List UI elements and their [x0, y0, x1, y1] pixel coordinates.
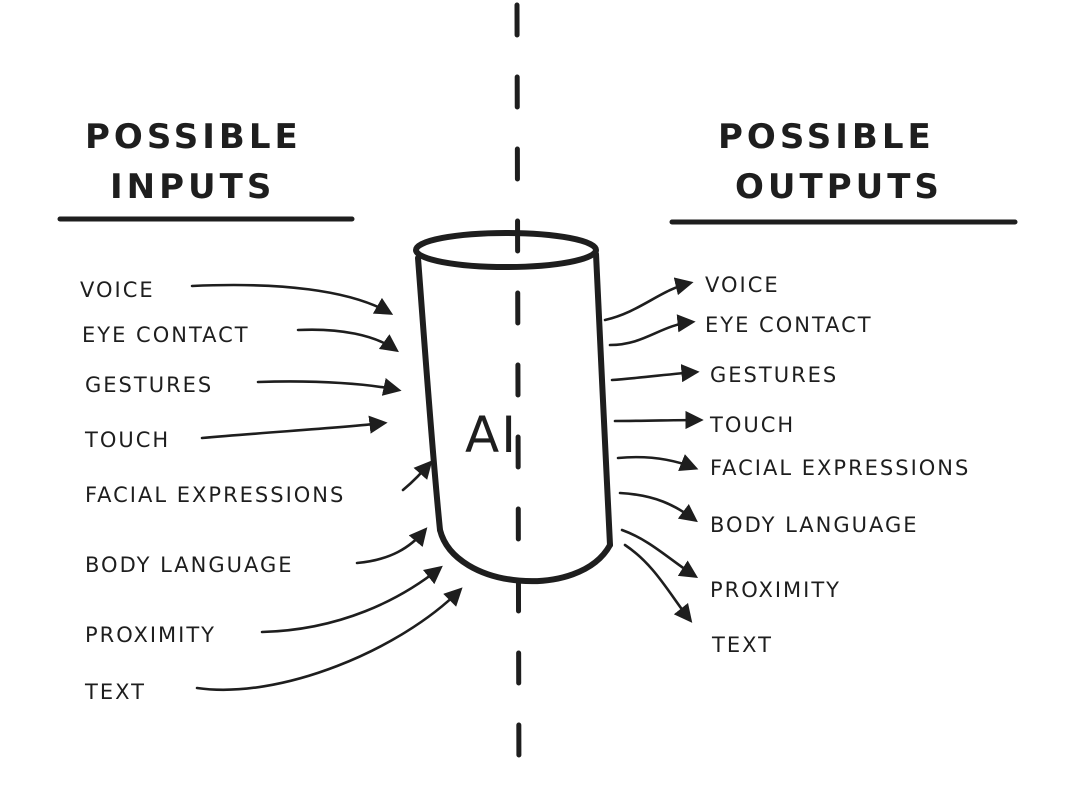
input-item: BODY LANGUAGE — [85, 553, 294, 577]
output-item: PROXIMITY — [710, 578, 841, 602]
input-arrows — [190, 283, 463, 692]
output-arrow — [610, 364, 700, 383]
output-arrow — [608, 314, 696, 347]
output-item: VOICE — [705, 273, 780, 297]
output-arrow — [616, 454, 699, 472]
output-arrows — [603, 277, 704, 623]
input-item: VOICE — [80, 278, 155, 302]
output-arrow — [613, 410, 704, 430]
output-item: BODY LANGUAGE — [710, 513, 919, 537]
output-arrow — [618, 491, 698, 523]
input-item: FACIAL EXPRESSIONS — [85, 483, 345, 507]
input-item: TEXT — [84, 680, 146, 704]
output-arrow — [623, 543, 693, 623]
input-arrow — [355, 527, 428, 565]
outputs-heading-line1: POSSIBLE — [718, 117, 935, 157]
input-arrow — [401, 460, 433, 492]
input-arrow — [256, 378, 402, 396]
outputs-heading-line2: OUTPUTS — [735, 167, 943, 207]
input-arrow — [296, 328, 399, 353]
inputs-heading-line2: INPUTS — [110, 167, 275, 207]
output-item: GESTURES — [710, 363, 838, 387]
output-item: TEXT — [711, 633, 773, 657]
input-item: GESTURES — [85, 373, 213, 397]
input-arrow — [260, 565, 443, 634]
ai-label: AI — [465, 406, 518, 464]
input-arrow — [200, 415, 388, 440]
input-arrow — [190, 283, 394, 315]
inputs-heading-line1: POSSIBLE — [85, 117, 302, 157]
input-item: EYE CONTACT — [82, 323, 250, 347]
input-item: PROXIMITY — [85, 623, 216, 647]
output-item: FACIAL EXPRESSIONS — [710, 456, 970, 480]
input-item: TOUCH — [84, 428, 170, 452]
ai-cylinder — [413, 230, 613, 585]
output-list: VOICE EYE CONTACT GESTURES TOUCH FACIAL … — [705, 273, 970, 657]
output-item: TOUCH — [709, 413, 795, 437]
input-list: VOICE EYE CONTACT GESTURES TOUCH FACIAL … — [80, 278, 345, 704]
output-arrow — [603, 277, 694, 322]
center-dashed-divider — [514, 2, 522, 798]
input-arrow — [195, 587, 463, 692]
output-arrow — [620, 528, 699, 578]
output-item: EYE CONTACT — [705, 313, 873, 337]
